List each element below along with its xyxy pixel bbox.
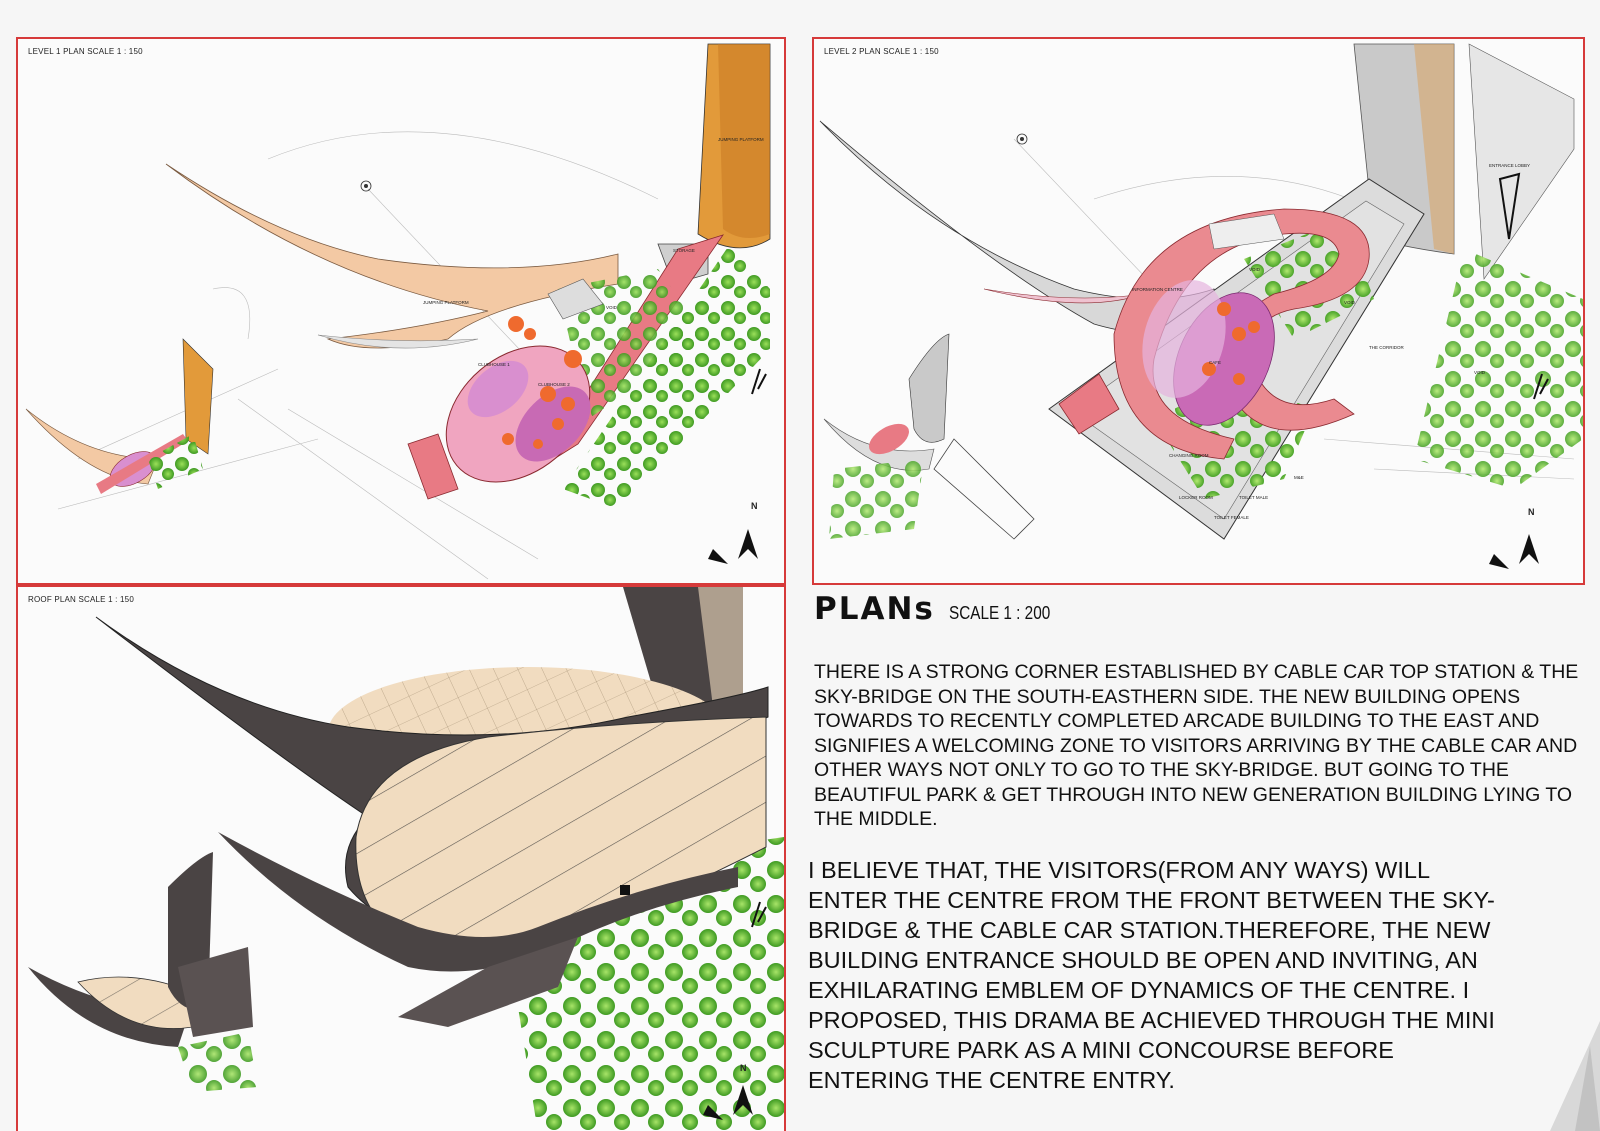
level-1-plan-title: LEVEL 1 PLAN SCALE 1 : 150 bbox=[28, 47, 143, 56]
roof-plan-drawing: N bbox=[28, 587, 784, 1131]
label-void-3: VOID bbox=[1474, 370, 1486, 375]
description-paragraph-1: THERE IS A STRONG CORNER ESTABLISHED BY … bbox=[814, 661, 1579, 830]
label-jumping-platform-top: JUMPING PLATFORM bbox=[718, 137, 764, 142]
label-cafe: CAFE bbox=[1209, 360, 1221, 365]
label-jumping-platform: JUMPING PLATFORM bbox=[423, 300, 469, 305]
north-label-3: N bbox=[740, 1063, 747, 1073]
description-paragraph-2: I BELIEVE THAT, THE VISITORS(FROM ANY WA… bbox=[808, 857, 1495, 1093]
label-toilet-female: TOILET FEMALE bbox=[1214, 515, 1249, 520]
level-1-plan-panel: LEVEL 1 PLAN SCALE 1 : 150 bbox=[16, 37, 786, 585]
label-toilet-male: TOILET MALE bbox=[1239, 495, 1268, 500]
level-1-plan-drawing: JUMPING PLATFORM JUMPING PLATFORM CLUBHO… bbox=[25, 43, 771, 580]
plans-heading: PLANs SCALE 1 : 200 bbox=[814, 591, 1068, 627]
north-label-2: N bbox=[1528, 507, 1535, 517]
label-changing-room: CHANGING ROOM bbox=[1169, 453, 1209, 458]
label-void-2: VOID bbox=[1344, 300, 1356, 305]
level-2-plan-drawing: ENTRANCE LOBBY INFORMATION CENTRE CAFE T… bbox=[819, 43, 1583, 569]
label-clubhouse-2: CLUBHOUSE 2 bbox=[538, 382, 570, 387]
label-storage: STORAGE bbox=[673, 248, 695, 253]
plans-title: PLANs bbox=[814, 591, 935, 627]
roof-plan-title: ROOF PLAN SCALE 1 : 150 bbox=[28, 595, 134, 604]
level-2-plan-panel: LEVEL 2 PLAN SCALE 1 : 150 bbox=[812, 37, 1585, 585]
north-label-1: N bbox=[751, 501, 758, 511]
label-m-and-e: M&E bbox=[1294, 475, 1304, 480]
level-2-plan-title: LEVEL 2 PLAN SCALE 1 : 150 bbox=[824, 47, 939, 56]
label-entrance-lobby: ENTRANCE LOBBY bbox=[1489, 163, 1530, 168]
label-void: VOID bbox=[606, 305, 618, 310]
label-clubhouse-1: CLUBHOUSE 1 bbox=[478, 362, 510, 367]
label-locker-room: LOCKER ROOM bbox=[1179, 495, 1213, 500]
label-information-centre: INFORMATION CENTRE bbox=[1132, 287, 1183, 292]
label-the-corridor: THE CORRIDOR bbox=[1369, 345, 1405, 350]
label-void-1: VOID bbox=[1249, 267, 1261, 272]
plans-scale: SCALE 1 : 200 bbox=[949, 603, 1051, 623]
roof-plan-panel: ROOF PLAN SCALE 1 : 150 bbox=[16, 585, 786, 1131]
corner-wedge-shape bbox=[1550, 1021, 1600, 1131]
